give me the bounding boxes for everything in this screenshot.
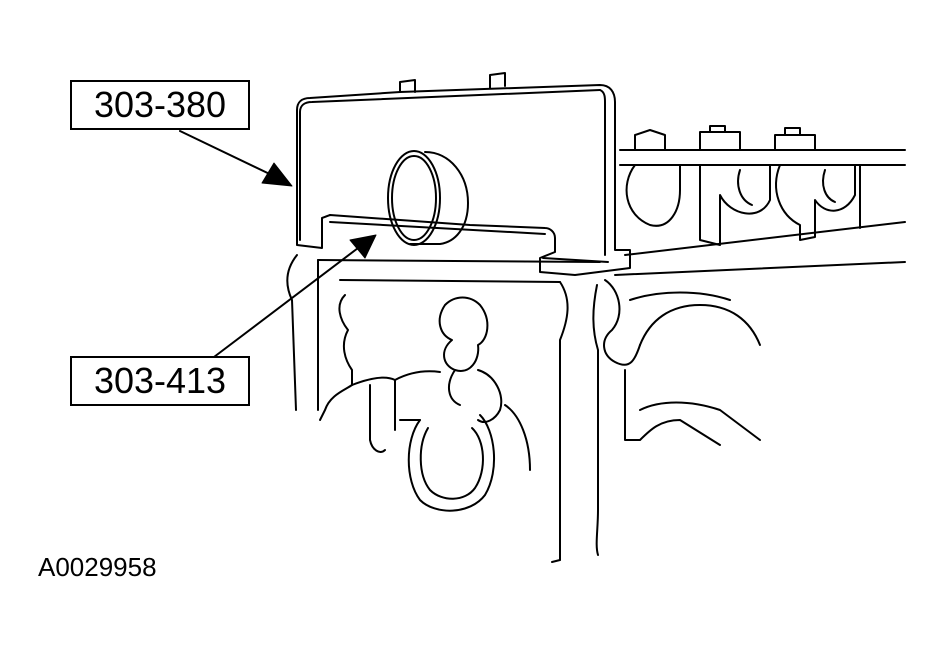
engine-lifting-bracket-tool	[296, 72, 631, 276]
callout-303-380: 303-380	[70, 80, 250, 130]
figure-id: A0029958	[38, 552, 157, 582]
callout-leaders	[179, 130, 377, 358]
camshaft-housing	[614, 125, 906, 276]
camshaft-plug-tool	[387, 150, 469, 246]
callout-303-413: 303-413	[70, 356, 250, 406]
engine-block	[286, 254, 761, 563]
